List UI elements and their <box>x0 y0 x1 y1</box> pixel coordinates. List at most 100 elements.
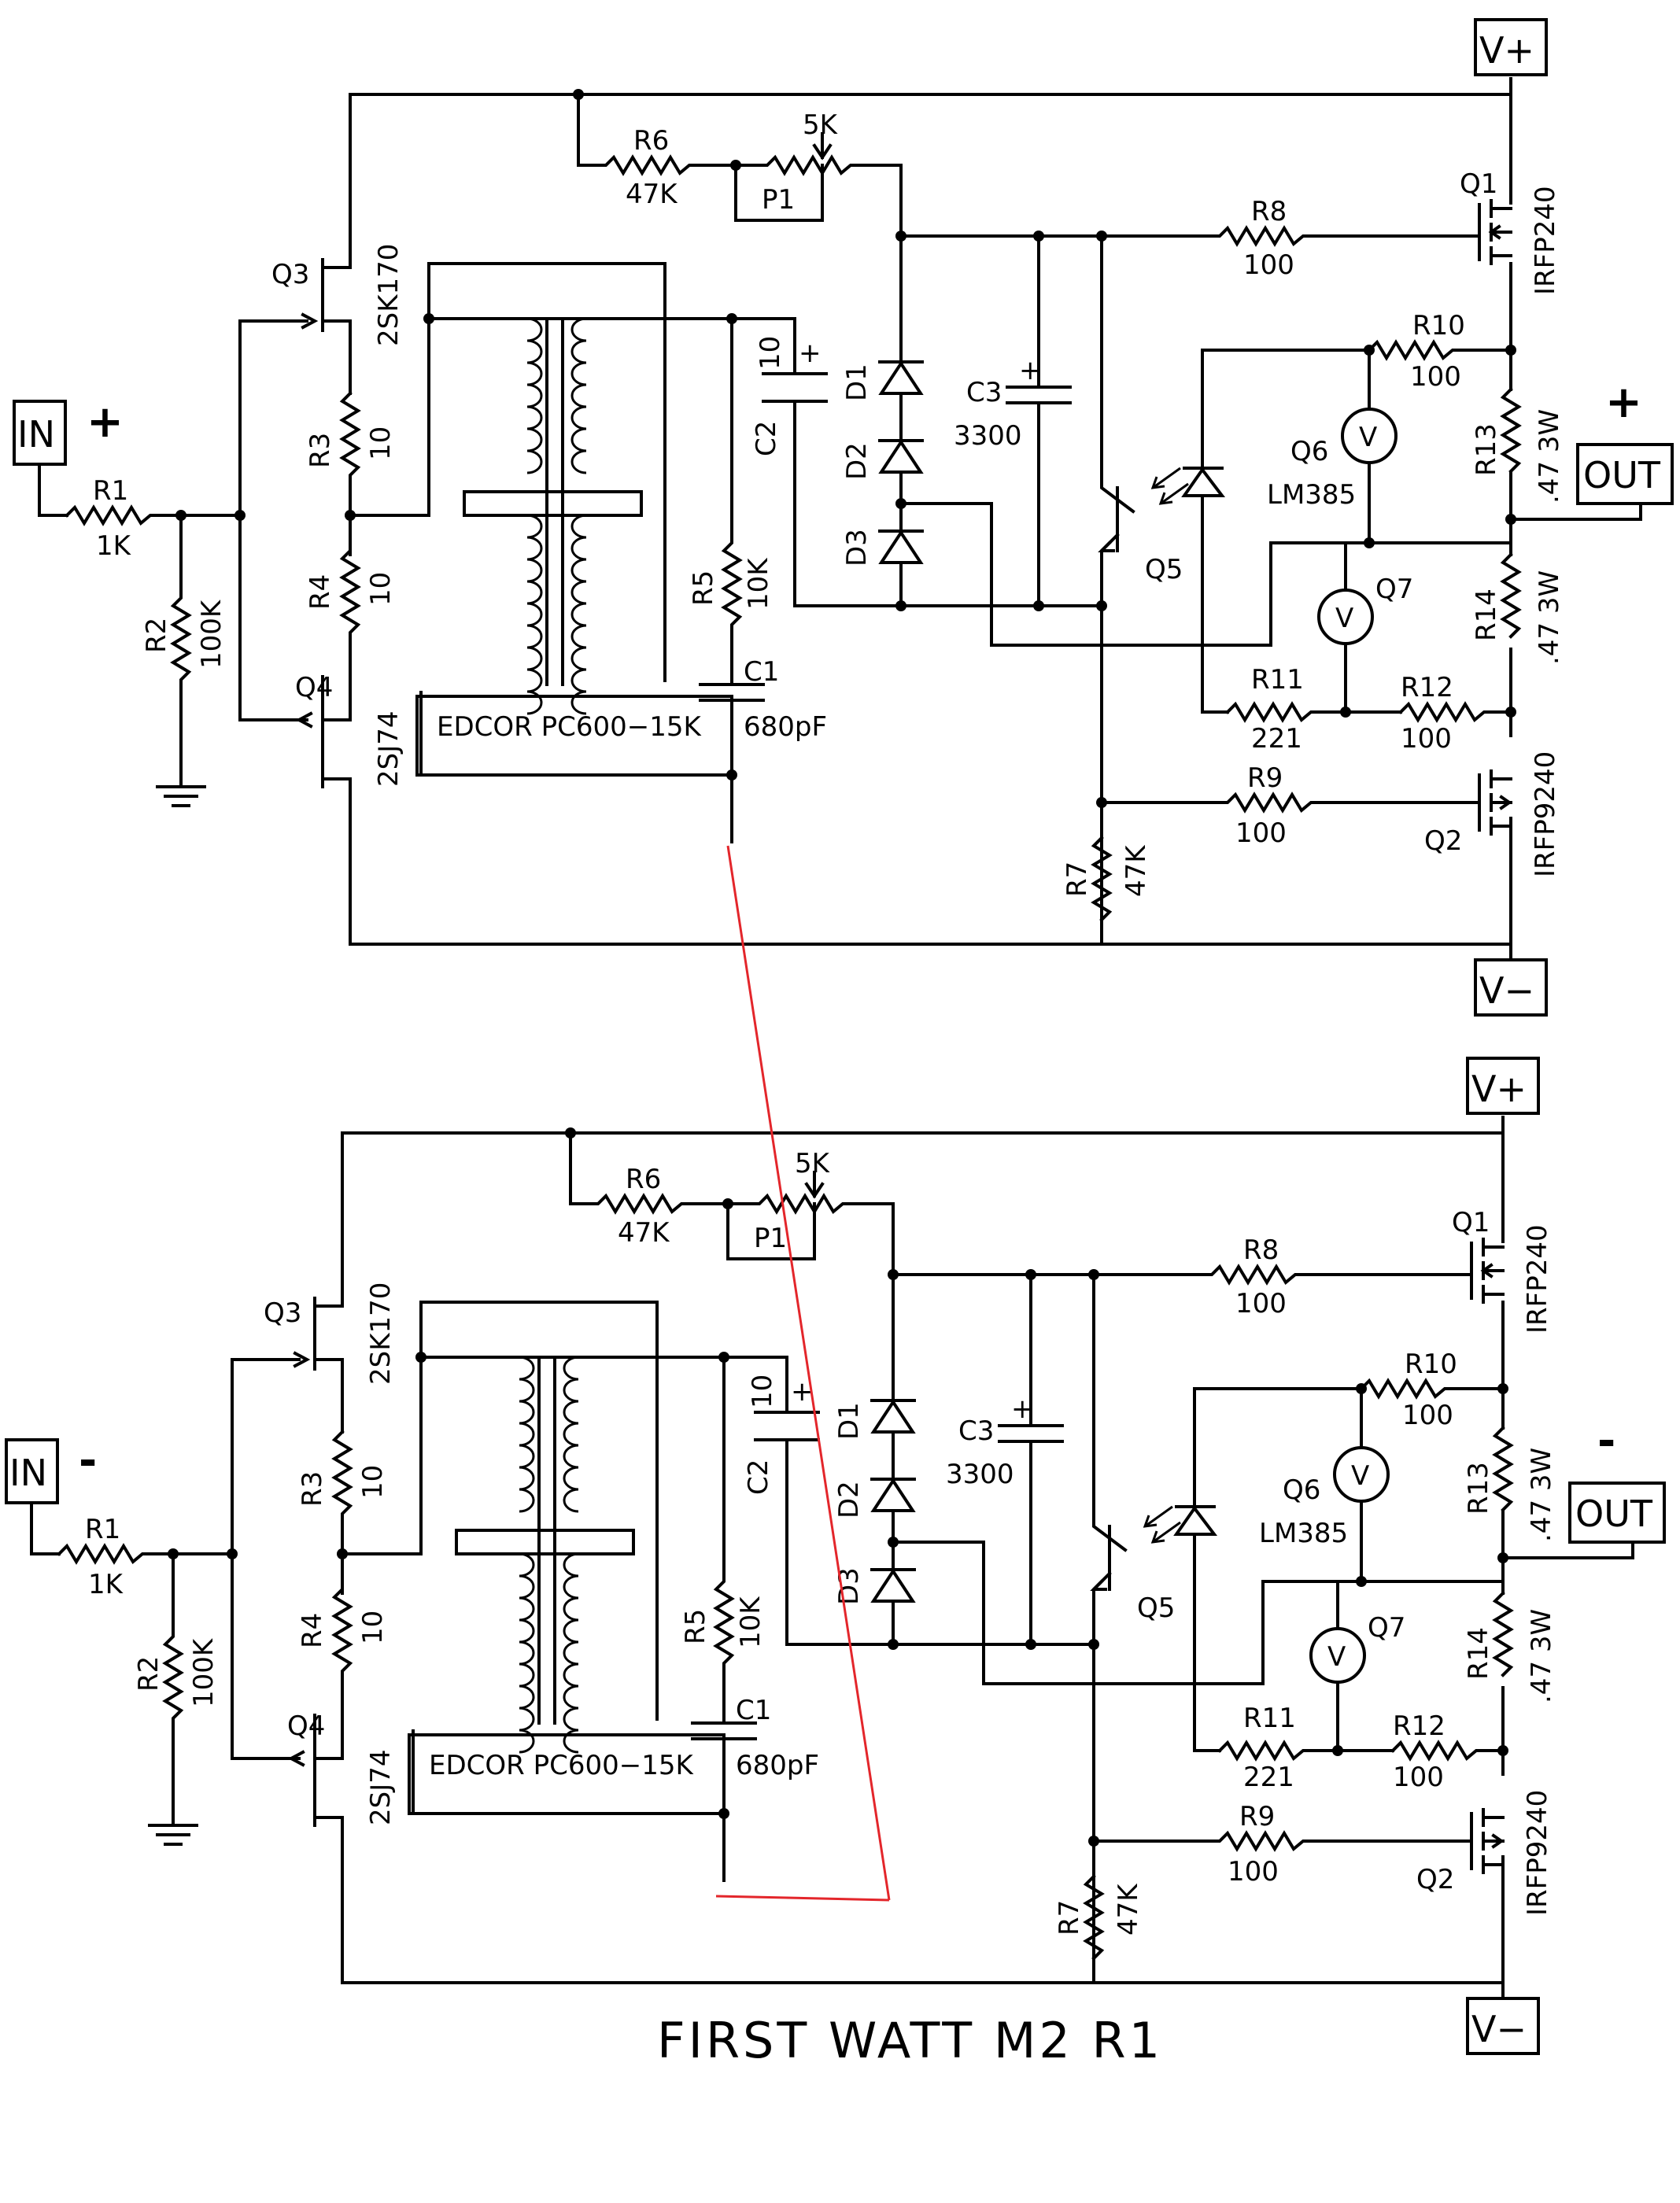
q7-ref: Q7 <box>1368 1612 1405 1644</box>
q4-jfet <box>313 1702 344 1827</box>
r2-resistor <box>162 1552 184 1827</box>
r7-ref: R7 <box>1062 862 1093 897</box>
c3-capacitor <box>899 234 1103 607</box>
q5-ref: Q5 <box>1145 554 1183 585</box>
r2-resistor <box>170 514 192 788</box>
r12-value: 100 <box>1393 1762 1444 1793</box>
r14-ref: R14 <box>1463 1627 1494 1680</box>
r6-resistor <box>577 93 737 176</box>
r8-resistor <box>1092 1264 1473 1286</box>
r14-resistor <box>1500 552 1522 639</box>
transformer-core <box>537 1356 556 1725</box>
q2-value: IRFP9240 <box>1522 1790 1553 1916</box>
vminus-terminal <box>1466 1997 1540 2055</box>
c3-plus: + <box>1011 1393 1034 1425</box>
r14-ref: R14 <box>1471 589 1502 641</box>
r10-resistor <box>1193 1378 1505 1400</box>
r3-value: 10 <box>357 1465 389 1499</box>
c3-ref: C3 <box>966 377 1002 408</box>
input-wire <box>30 1501 61 1555</box>
input-label: IN <box>9 1452 47 1494</box>
q4-jfet <box>321 663 352 788</box>
r3-ref: R3 <box>297 1471 328 1507</box>
r8-ref: R8 <box>1243 1234 1279 1266</box>
r12-value: 100 <box>1401 723 1452 755</box>
q1-ref: Q1 <box>1452 1207 1490 1238</box>
r14-value: .47 3W <box>1526 1609 1557 1703</box>
q7-symbol: V <box>1327 1641 1346 1673</box>
r4-ref: R4 <box>305 574 336 610</box>
q6-ref: Q6 <box>1290 436 1328 467</box>
q1-mosfet <box>1478 199 1512 265</box>
r4-resistor <box>331 1552 353 1705</box>
q5-phototransistor <box>1092 1273 1128 1984</box>
r11-value: 221 <box>1243 1762 1294 1793</box>
r10-ref: R10 <box>1405 1349 1457 1380</box>
q7-reference <box>1317 589 1374 645</box>
d2-ref: D2 <box>841 442 873 480</box>
q3-ref: Q3 <box>264 1297 301 1329</box>
c1-capacitor <box>699 683 765 843</box>
q1-mosfet <box>1470 1238 1505 1304</box>
transformer-core-gap <box>455 1529 635 1555</box>
output-polarity: + <box>1605 377 1642 428</box>
r5-ref: R5 <box>680 1609 711 1644</box>
vplus-terminal <box>1466 1057 1540 1115</box>
r12-ref: R12 <box>1401 672 1453 703</box>
q6-symbol: V <box>1359 422 1377 453</box>
vplus-label: V+ <box>1479 29 1534 72</box>
r10-ref: R10 <box>1412 310 1465 341</box>
c2-ref: C2 <box>751 421 782 456</box>
r7-value: 47K <box>1113 1883 1144 1935</box>
d2-d3-tap-wire <box>899 502 1512 647</box>
transformer-secondary-coil <box>563 1356 579 1754</box>
q1-value: IRFP240 <box>1530 186 1561 295</box>
r11-ref: R11 <box>1243 1703 1296 1734</box>
r5-resistor <box>721 317 743 686</box>
d2-diode <box>870 1478 916 1512</box>
q4-ref: Q4 <box>287 1710 325 1742</box>
q2-value: IRFP9240 <box>1530 751 1561 877</box>
r1-ref: R1 <box>85 1514 120 1545</box>
r9-ref: R9 <box>1239 1801 1275 1832</box>
r4-resistor <box>339 514 361 666</box>
r2-ref: R2 <box>141 618 172 653</box>
c3-ref: C3 <box>958 1415 994 1447</box>
r9-ref: R9 <box>1247 762 1283 794</box>
r4-value: 10 <box>357 1611 389 1644</box>
gate-bus <box>238 319 308 721</box>
p1-value: 5K <box>803 109 839 141</box>
r1-ref: R1 <box>93 475 128 507</box>
c3-value: 3300 <box>954 420 1022 452</box>
r6-value: 47K <box>626 179 678 210</box>
r10-value: 100 <box>1410 361 1461 393</box>
p1-value: 5K <box>795 1148 831 1179</box>
q7-symbol: V <box>1335 603 1353 634</box>
transformer-primary-wire <box>349 262 666 682</box>
q3-jfet <box>313 1297 344 1434</box>
r11-ref: R11 <box>1251 664 1304 696</box>
r9-value: 100 <box>1235 817 1287 849</box>
p1-ref: P1 <box>754 1223 787 1254</box>
c1-ref: C1 <box>736 1695 771 1726</box>
annotation-line <box>715 845 891 1902</box>
r5-ref: R5 <box>688 570 719 606</box>
r12-resistor <box>1390 1740 1505 1762</box>
r13-value: .47 3W <box>1534 409 1565 504</box>
q6-ref: Q6 <box>1283 1474 1320 1506</box>
r6-resistor <box>569 1131 729 1215</box>
r14-resistor <box>1492 1591 1514 1677</box>
output-terminal <box>1576 443 1674 505</box>
q2-ref: Q2 <box>1416 1864 1454 1895</box>
q6-symbol: V <box>1351 1460 1369 1492</box>
r1-value: 1K <box>96 530 132 562</box>
d1-ref: D1 <box>841 363 873 401</box>
r13-resistor <box>1492 1426 1514 1512</box>
r13-ref: R13 <box>1463 1462 1494 1515</box>
q6-reference <box>1333 1446 1390 1503</box>
d3-diode <box>870 1568 916 1603</box>
r2-value: 100K <box>196 599 227 669</box>
r9-value: 100 <box>1228 1856 1279 1887</box>
c2-ref: C2 <box>743 1459 774 1495</box>
r13-ref: R13 <box>1471 423 1502 476</box>
